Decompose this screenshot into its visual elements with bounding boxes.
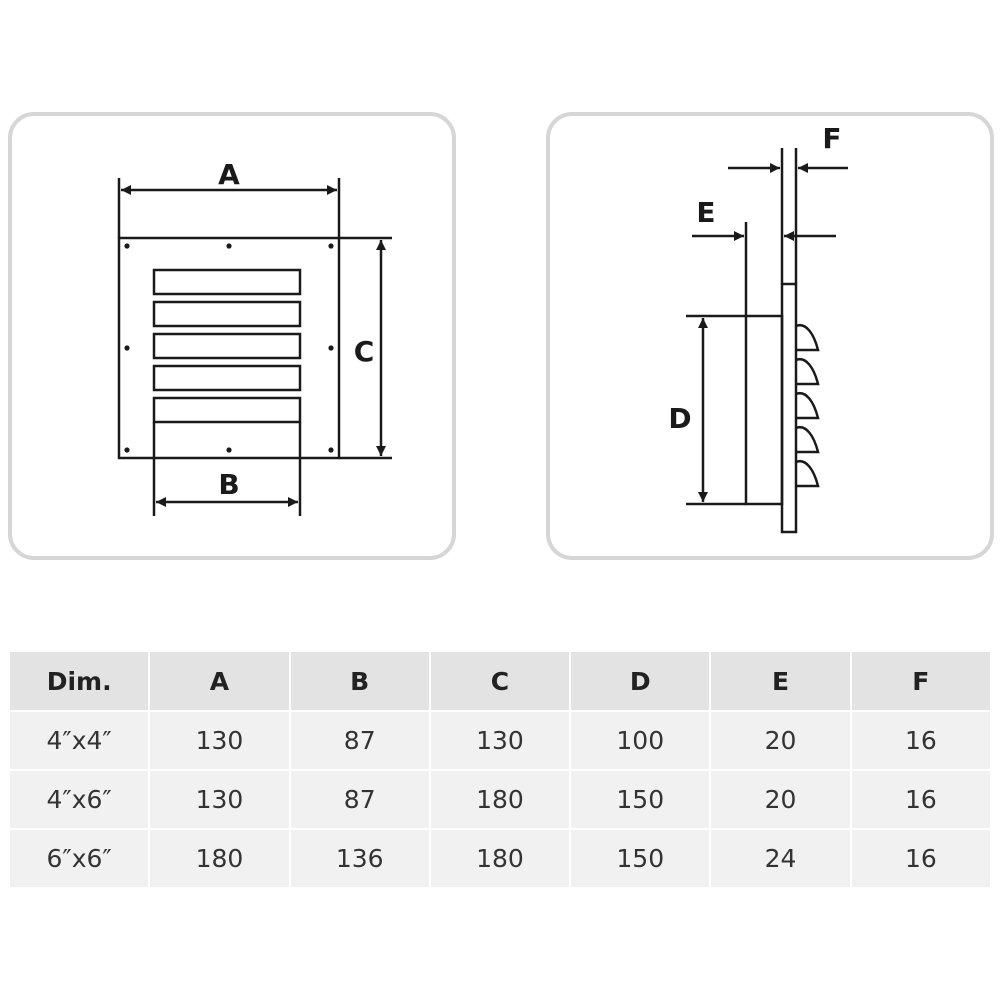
table-header-row: Dim. A B C D E F [10, 652, 990, 710]
screw-hole [226, 447, 232, 453]
table-cell: 20 [711, 712, 850, 769]
table-cell: 6″x6″ [10, 830, 149, 887]
table-row: 6″x6″ 180 136 180 150 24 16 [10, 830, 990, 887]
table-cell: 87 [290, 712, 429, 769]
label-a: A [218, 158, 240, 191]
label-c: C [354, 335, 375, 368]
dimension-c [339, 236, 392, 460]
screw-hole [124, 447, 130, 453]
table-cell: 136 [290, 830, 429, 887]
table-cell: 150 [571, 771, 710, 828]
table-cell: 130 [430, 712, 570, 769]
header-c: C [430, 652, 570, 710]
dimensions-table: Dim. A B C D E F 4″x4″ 130 87 130 100 20… [8, 650, 992, 889]
header-f: F [851, 652, 990, 710]
flange-plate [780, 282, 798, 534]
table-row: 4″x6″ 130 87 180 150 20 16 [10, 771, 990, 828]
louver-profile [795, 459, 820, 488]
table-cell: 20 [711, 771, 850, 828]
table-cell: 16 [851, 830, 990, 887]
dimension-f [728, 148, 848, 284]
table-cell: 130 [150, 771, 289, 828]
header-a: A [150, 652, 289, 710]
dimension-b [152, 422, 302, 516]
louver-slat [152, 364, 302, 392]
screw-hole [124, 345, 130, 351]
table-cell: 180 [150, 830, 289, 887]
dimension-a [117, 178, 341, 238]
table-cell: 100 [571, 712, 710, 769]
louver-slat [152, 300, 302, 328]
louver-slat [152, 268, 302, 296]
screw-hole [226, 243, 232, 249]
table-cell: 16 [851, 712, 990, 769]
screw-holes [124, 243, 334, 453]
table-cell: 180 [430, 830, 570, 887]
header-dim: Dim. [10, 652, 149, 710]
spigot [744, 314, 784, 506]
side-view-panel [546, 112, 994, 560]
table-cell: 180 [430, 771, 570, 828]
dimension-d [686, 314, 746, 506]
label-f: F [822, 122, 841, 155]
louver-slat [152, 396, 302, 424]
grille-frame [117, 236, 341, 460]
screw-hole [124, 243, 130, 249]
louver-profile [795, 425, 820, 454]
louver-slat [152, 332, 302, 360]
screw-hole [328, 447, 334, 453]
table-cell: 130 [150, 712, 289, 769]
table-cell: 4″x6″ [10, 771, 149, 828]
header-e: E [711, 652, 850, 710]
table-cell: 4″x4″ [10, 712, 149, 769]
label-d: D [668, 402, 691, 435]
table-cell: 87 [290, 771, 429, 828]
side-profile [744, 282, 820, 534]
dimension-e [692, 222, 836, 316]
screw-hole [328, 345, 334, 351]
label-e: E [696, 196, 715, 229]
table-cell: 24 [711, 830, 850, 887]
header-b: B [290, 652, 429, 710]
table-cell: 16 [851, 771, 990, 828]
screw-hole [328, 243, 334, 249]
header-d: D [571, 652, 710, 710]
table-row: 4″x4″ 130 87 130 100 20 16 [10, 712, 990, 769]
table-cell: 150 [571, 830, 710, 887]
louver-profile [795, 391, 820, 420]
front-grille [117, 236, 341, 460]
louver-profile [795, 357, 820, 386]
louver-profile [795, 323, 820, 352]
label-b: B [218, 468, 239, 501]
